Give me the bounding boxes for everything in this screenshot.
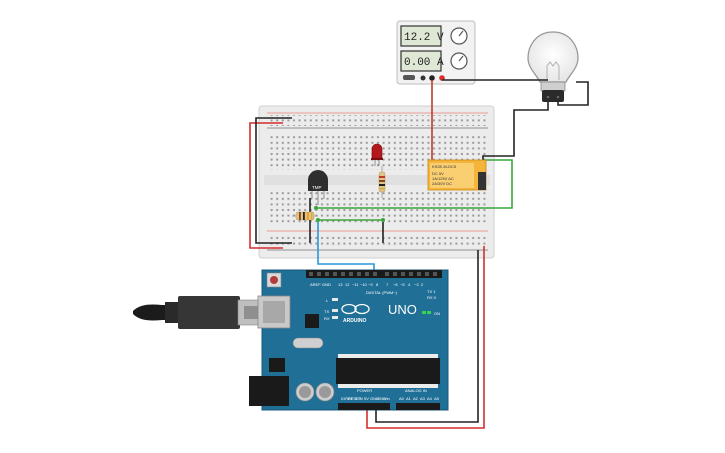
capacitors bbox=[295, 382, 335, 402]
pin-label: A3 bbox=[420, 396, 426, 401]
regulator bbox=[269, 358, 285, 372]
pin-label: Vin bbox=[384, 396, 390, 401]
analog-header-label: ANALOG IN bbox=[405, 388, 427, 393]
led-l bbox=[332, 298, 338, 301]
breadboard bbox=[258, 105, 495, 259]
wire-red-rail-loop[interactable] bbox=[249, 122, 283, 249]
usb-chip bbox=[305, 314, 319, 328]
wire-bulb-to-relay[interactable] bbox=[482, 102, 549, 170]
power-switch[interactable] bbox=[403, 75, 415, 80]
pin-label: ~3 bbox=[414, 282, 419, 287]
pin-label: 12 bbox=[345, 282, 350, 287]
digital-header-pins bbox=[309, 272, 437, 276]
voltage-readout: 12.2 V bbox=[404, 32, 444, 44]
crystal bbox=[292, 337, 324, 349]
atmega-chip bbox=[336, 354, 440, 388]
digital-header-label: DIGITAL (PWM~) bbox=[366, 290, 398, 295]
wire-green[interactable] bbox=[316, 159, 513, 209]
pin-label: 8 bbox=[376, 282, 379, 287]
wire-bulb-black[interactable] bbox=[557, 81, 589, 106]
on-led bbox=[422, 311, 431, 314]
current-display bbox=[400, 50, 442, 72]
usb-cable bbox=[133, 296, 269, 329]
relay-line2: 1A/125V AC bbox=[432, 176, 454, 181]
pin-label: RESET bbox=[348, 396, 362, 401]
relay[interactable]: KS2E-M-DC5 DC 5V 1A/125V AC 2A/30V DC bbox=[427, 159, 487, 191]
pin-label: RX 0 bbox=[427, 295, 437, 300]
arduino-brand: ARDUINO bbox=[343, 318, 366, 324]
pin-label: A1 bbox=[406, 396, 412, 401]
wire-red-5v[interactable] bbox=[366, 246, 485, 429]
relay-model: KS2E-M-DC5 bbox=[432, 164, 457, 169]
voltage-knob[interactable] bbox=[450, 27, 468, 45]
light-bulb bbox=[527, 31, 579, 102]
arduino-model: UNO bbox=[388, 302, 417, 317]
pin-label: 4 bbox=[408, 282, 411, 287]
aref-label: AREF bbox=[310, 282, 321, 287]
digital-pin-labels: 13 12 ~11 ~10 ~9 8 7 ~6 ~5 4 ~3 2 TX 1 R… bbox=[338, 282, 437, 300]
dc-jack[interactable] bbox=[249, 376, 289, 406]
tmp-sensor[interactable]: TMP bbox=[308, 170, 328, 205]
wire-blue[interactable] bbox=[317, 222, 375, 274]
psu-terminal-neg[interactable] bbox=[429, 75, 435, 81]
led-l-label: L bbox=[326, 298, 329, 303]
arduino-logo bbox=[341, 303, 370, 315]
current-knob[interactable] bbox=[450, 52, 468, 70]
pin-label: 7 bbox=[386, 282, 389, 287]
pin-label: 3.3V bbox=[355, 396, 364, 401]
pin-label: GND bbox=[377, 396, 386, 401]
pin-label: 2 bbox=[421, 282, 424, 287]
pin-label: A4 bbox=[427, 396, 433, 401]
wire-black-gnd[interactable] bbox=[375, 250, 479, 423]
led-tx-label: TX bbox=[324, 309, 329, 314]
pin-label: A2 bbox=[413, 396, 419, 401]
pin-label: IOREF bbox=[341, 396, 354, 401]
voltage-display bbox=[400, 25, 442, 47]
pin-label: GND bbox=[370, 396, 379, 401]
relay-line1: DC 5V bbox=[432, 171, 444, 176]
arduino-uno: AREF GND 13 12 ~11 ~10 ~9 8 7 ~6 ~5 4 ~3… bbox=[249, 269, 449, 411]
pin-label: ~10 bbox=[360, 282, 368, 287]
red-led[interactable] bbox=[371, 143, 383, 166]
tmp-label: TMP bbox=[312, 185, 322, 190]
wire-black-rail-loop[interactable] bbox=[255, 117, 292, 244]
power-header[interactable] bbox=[338, 403, 390, 410]
on-label: ON bbox=[434, 311, 440, 316]
reset-button[interactable] bbox=[266, 272, 282, 288]
pin-label: ~6 bbox=[393, 282, 398, 287]
power-supply: 12.2 V 0.00 A bbox=[396, 20, 476, 85]
power-header-label: POWER bbox=[357, 388, 372, 393]
pin-label: ~5 bbox=[400, 282, 405, 287]
gnd-top-label: GND bbox=[322, 282, 331, 287]
pin-label: A0 bbox=[399, 396, 405, 401]
pin-label: 5V bbox=[364, 396, 369, 401]
pin-label: ~11 bbox=[352, 282, 359, 287]
led-rx-label: RX bbox=[324, 316, 330, 321]
pin-label: A5 bbox=[434, 396, 440, 401]
analog-header[interactable] bbox=[396, 403, 440, 410]
analog-pin-labels: A0 A1 A2 A3 A4 A5 bbox=[399, 396, 440, 401]
resistor-led[interactable] bbox=[378, 166, 386, 198]
pin-label: ~9 bbox=[368, 282, 373, 287]
resistor-sensor[interactable] bbox=[292, 211, 318, 221]
led-tx bbox=[332, 309, 338, 312]
pin-label: TX 1 bbox=[427, 289, 436, 294]
pin-label: 13 bbox=[338, 282, 343, 287]
led-rx bbox=[332, 316, 338, 319]
power-pin-labels: IOREF RESET 3.3V 5V GND GND Vin bbox=[341, 396, 390, 401]
current-readout: 0.00 A bbox=[404, 57, 444, 69]
psu-terminal-gnd[interactable] bbox=[420, 75, 426, 81]
relay-line3: 2A/30V DC bbox=[432, 181, 452, 186]
